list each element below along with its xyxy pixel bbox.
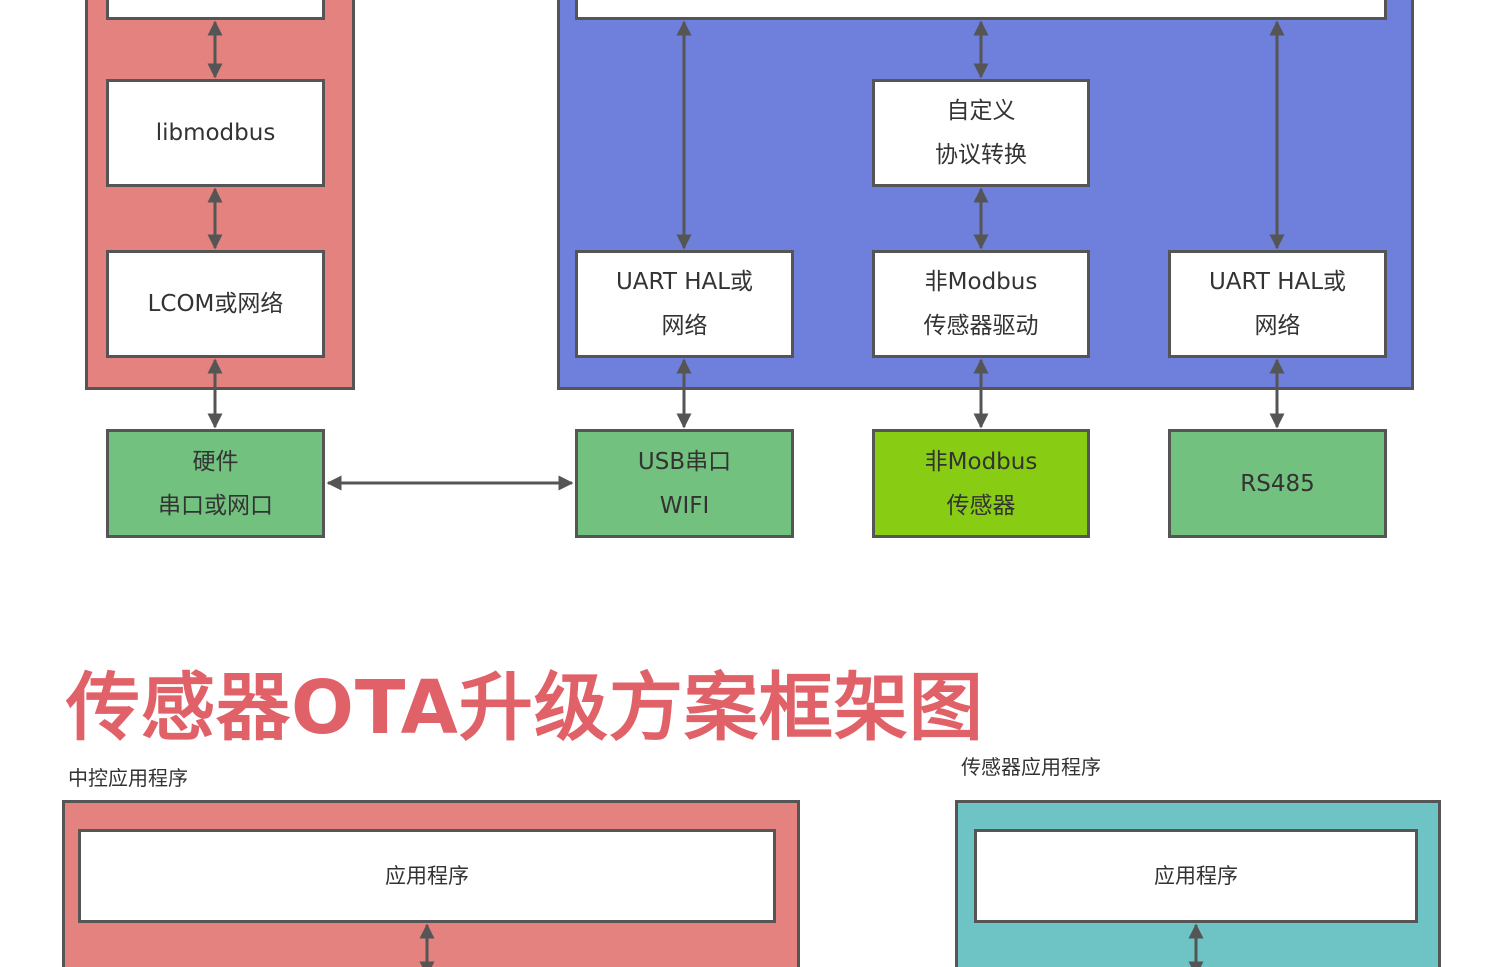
uart-hal-right-line1: UART HAL或 [1208, 269, 1347, 295]
custom-protocol-line2: 协议转换 [935, 142, 1027, 168]
uart-hal-right-line2: 网络 [1254, 313, 1301, 339]
rs485-label: RS485 [1240, 470, 1315, 497]
usb-wifi-line1: USB串口 [637, 448, 732, 475]
uart-hal-left-line1: UART HAL或 [615, 269, 754, 295]
lcom-network-box: LCOM或网络 [106, 250, 325, 358]
non-modbus-sensor-line2: 传感器 [946, 492, 1016, 519]
hardware-serial-box: 硬件 串口或网口 [106, 429, 325, 538]
uart-hal-right-box: UART HAL或 网络 [1168, 250, 1387, 358]
hardware-serial-line2: 串口或网口 [158, 492, 273, 519]
non-modbus-driver-box: 非Modbus 传感器驱动 [872, 250, 1090, 358]
uart-hal-left-line2: 网络 [661, 313, 708, 339]
controller-app-caption: 中控应用程序 [68, 766, 188, 790]
non-modbus-driver-line1: 非Modbus [924, 269, 1038, 295]
left-top-box [106, 0, 325, 20]
uart-hal-left-box: UART HAL或 网络 [575, 250, 794, 358]
non-modbus-sensor-line1: 非Modbus [924, 448, 1038, 475]
hardware-serial-line1: 硬件 [192, 448, 239, 475]
custom-protocol-box: 自定义 协议转换 [872, 79, 1090, 187]
usb-wifi-line2: WIFI [659, 492, 710, 519]
right-top-box [575, 0, 1387, 20]
lcom-network-label: LCOM或网络 [147, 291, 284, 317]
non-modbus-sensor-box: 非Modbus 传感器 [872, 429, 1090, 538]
libmodbus-box: libmodbus [106, 79, 325, 187]
usb-wifi-box: USB串口 WIFI [575, 429, 794, 538]
libmodbus-label: libmodbus [155, 120, 276, 146]
sensor-app-caption: 传感器应用程序 [961, 755, 1101, 779]
non-modbus-driver-line2: 传感器驱动 [923, 313, 1039, 339]
controller-app-box: 应用程序 [78, 829, 776, 923]
custom-protocol-line1: 自定义 [946, 98, 1016, 124]
rs485-box: RS485 [1168, 429, 1387, 538]
section-title: 传感器OTA升级方案框架图 [66, 665, 984, 751]
sensor-app-box-label: 应用程序 [1154, 864, 1238, 888]
controller-app-box-label: 应用程序 [385, 864, 469, 888]
sensor-app-box: 应用程序 [974, 829, 1418, 923]
